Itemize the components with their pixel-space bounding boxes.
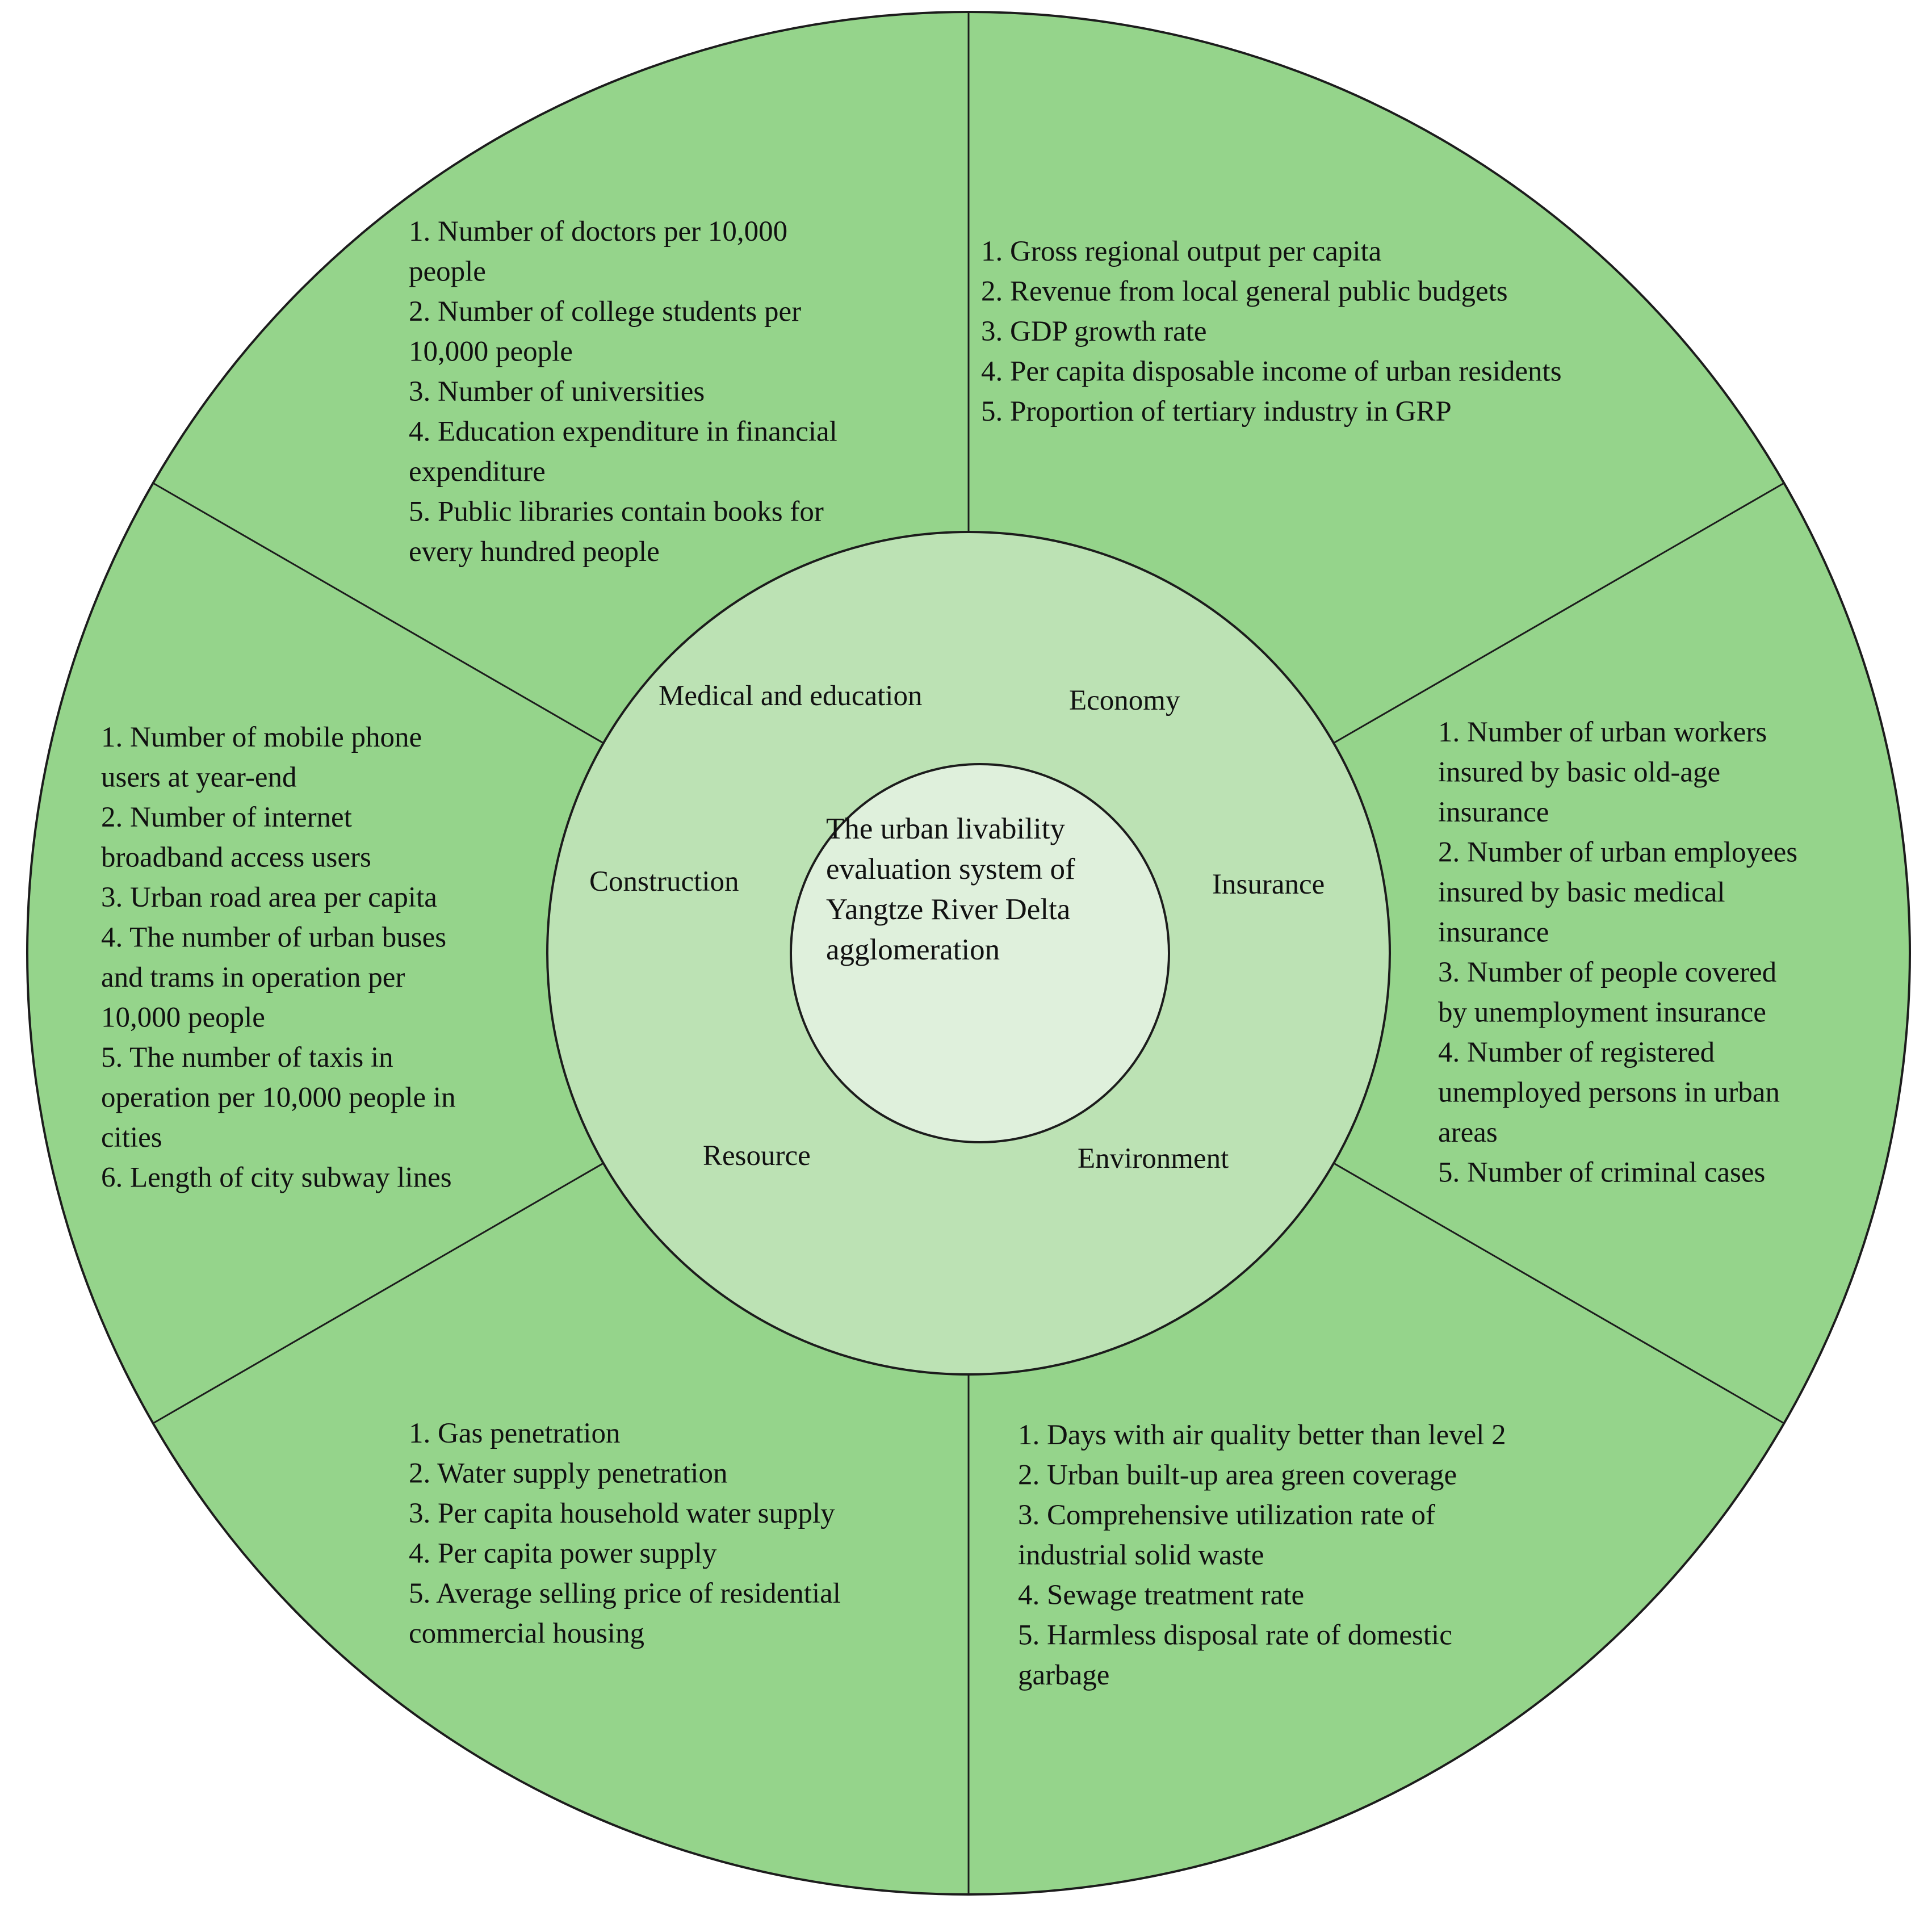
indicator-line: 3. Comprehensive utilization rate of: [1018, 1499, 1435, 1531]
indicator-line: 4. The number of urban buses: [101, 922, 446, 954]
indicator-line: areas: [1438, 1117, 1498, 1148]
indicator-line: cities: [101, 1122, 162, 1154]
center-title-line: evaluation system of: [826, 853, 1075, 886]
indicator-line: 1. Number of mobile phone: [101, 722, 422, 753]
category-label-insurance: Insurance: [1212, 869, 1325, 900]
indicator-line: every hundred people: [409, 536, 660, 568]
indicator-line: 3. Per capita household water supply: [409, 1498, 835, 1529]
indicator-line: 4. Sewage treatment rate: [1018, 1579, 1304, 1611]
category-label-resource: Resource: [703, 1140, 811, 1172]
indicator-line: users at year-end: [101, 762, 296, 794]
center-title: The urban livability evaluation system o…: [826, 812, 1075, 966]
indicator-line: 2. Number of urban employees: [1438, 837, 1797, 869]
indicator-line: 5. Proportion of tertiary industry in GR…: [981, 396, 1452, 427]
indicator-line: 2. Revenue from local general public bud…: [981, 276, 1508, 308]
indicator-line: operation per 10,000 people in: [101, 1082, 456, 1114]
indicator-line: 1. Number of urban workers: [1438, 716, 1767, 748]
category-label-economy: Economy: [1069, 685, 1180, 716]
indicator-line: 2. Water supply penetration: [409, 1458, 727, 1490]
indicator-line: 1. Days with air quality better than lev…: [1018, 1419, 1506, 1451]
indicator-line: 2. Number of college students per: [409, 296, 801, 328]
indicator-line: people: [409, 256, 486, 288]
indicator-list-environment: 1. Days with air quality better than lev…: [1018, 1419, 1506, 1691]
center-title-line: agglomeration: [826, 933, 1000, 966]
indicator-line: 10,000 people: [101, 1002, 265, 1034]
indicator-line: commercial housing: [409, 1618, 644, 1650]
indicator-line: 3. GDP growth rate: [981, 316, 1207, 347]
indicator-line: 5. Public libraries contain books for: [409, 496, 824, 528]
indicator-line: 10,000 people: [409, 336, 573, 368]
indicator-line: 1. Number of doctors per 10,000: [409, 216, 787, 248]
indicator-line: 5. Average selling price of residential: [409, 1578, 841, 1609]
category-label-construction: Construction: [589, 866, 739, 898]
indicator-line: 6. Length of city subway lines: [101, 1162, 452, 1194]
indicator-line: 4. Number of registered: [1438, 1037, 1715, 1068]
indicator-line: 5. Harmless disposal rate of domestic: [1018, 1620, 1452, 1651]
indicator-line: 3. Number of universities: [409, 376, 705, 408]
indicator-list-resource: 1. Gas penetration 2. Water supply penetr…: [409, 1418, 841, 1650]
indicator-list-insurance: 1. Number of urban workers insured by bas…: [1438, 716, 1797, 1189]
indicator-line: 5. Number of criminal cases: [1438, 1157, 1765, 1189]
category-label-medical-education: Medical and education: [659, 680, 922, 712]
indicator-line: 5. The number of taxis in: [101, 1042, 393, 1074]
indicator-line: insurance: [1438, 917, 1549, 949]
indicator-line: 2. Urban built-up area green coverage: [1018, 1460, 1457, 1491]
indicator-line: 3. Number of people covered: [1438, 957, 1776, 988]
indicator-line: 1. Gas penetration: [409, 1418, 620, 1449]
indicator-line: insured by basic old-age: [1438, 757, 1720, 789]
indicator-line: insured by basic medical: [1438, 877, 1725, 908]
indicator-line: and trams in operation per: [101, 962, 405, 993]
center-circle: [790, 763, 1170, 1143]
indicator-list-construction: 1. Number of mobile phone users at year-e…: [101, 722, 456, 1194]
indicator-line: 4. Per capita disposable income of urban…: [981, 356, 1562, 388]
indicator-line: 4. Education expenditure in financial: [409, 416, 837, 448]
indicator-line: garbage: [1018, 1659, 1109, 1691]
indicator-line: 4. Per capita power supply: [409, 1538, 717, 1570]
indicator-list-economy: 1. Gross regional output per capita 2. Re…: [981, 236, 1562, 427]
category-label-environment: Environment: [1078, 1143, 1229, 1175]
indicator-line: 3. Urban road area per capita: [101, 882, 437, 913]
indicator-line: insurance: [1438, 796, 1549, 828]
indicator-line: industrial solid waste: [1018, 1540, 1264, 1571]
indicator-line: 2. Number of internet: [101, 802, 352, 833]
indicator-line: unemployed persons in urban: [1438, 1077, 1780, 1109]
indicator-line: 1. Gross regional output per capita: [981, 236, 1381, 267]
center-title-line: The urban livability: [826, 812, 1065, 845]
indicator-line: broadband access users: [101, 842, 371, 874]
center-title-line: Yangtze River Delta: [826, 893, 1070, 926]
indicator-line: by unemployment insurance: [1438, 997, 1766, 1029]
indicator-list-medical-education: 1. Number of doctors per 10,000 people 2. …: [409, 216, 837, 568]
indicator-line: expenditure: [409, 456, 546, 488]
